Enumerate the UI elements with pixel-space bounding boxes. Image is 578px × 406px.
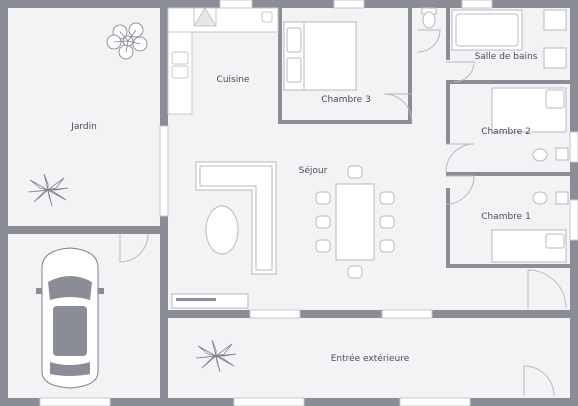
dining-table (315, 165, 395, 279)
room-label-chambre1: Chambre 1 (481, 212, 531, 222)
room-label-entree: Entrée extérieure (330, 354, 410, 364)
door-icon (119, 29, 567, 397)
toilet-icon (532, 147, 569, 162)
bed-icon (283, 21, 357, 91)
toilet-icon (532, 191, 569, 205)
room-label-salle-de-bains: Salle de bains (474, 52, 538, 62)
bed-icon (491, 87, 567, 133)
car-icon (36, 247, 104, 389)
sink-icon (543, 9, 567, 69)
bed-icon (491, 229, 567, 263)
toilet-icon (421, 7, 437, 29)
room-label-chambre3: Chambre 3 (321, 95, 371, 105)
sink-icon (171, 51, 189, 79)
sofa-icon (195, 161, 277, 275)
plant-icon (106, 22, 148, 60)
coffee-table (205, 205, 239, 255)
windows (39, 0, 578, 406)
bathtub-icon (451, 9, 523, 51)
room-label-chambre2: Chambre 2 (481, 127, 531, 137)
tv-unit (171, 293, 249, 309)
room-label-sejour: Séjour (298, 166, 328, 176)
room-label-cuisine: Cuisine (216, 75, 250, 85)
plant-icon (195, 339, 237, 373)
plant-icon (27, 173, 69, 207)
room-label-jardin: Jardin (71, 122, 97, 132)
